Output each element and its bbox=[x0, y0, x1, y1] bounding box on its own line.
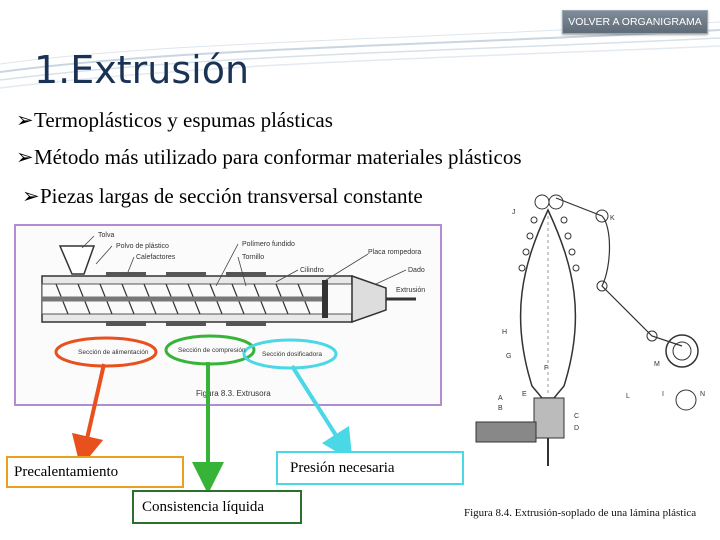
arrow-to-presion bbox=[292, 366, 344, 448]
annotation-consistencia: Consistencia líquida bbox=[132, 490, 302, 524]
annotation-precalentamiento: Precalentamiento bbox=[6, 456, 184, 488]
arrow-to-precalentamiento bbox=[84, 364, 104, 452]
annotation-presion: Presión necesaria bbox=[276, 451, 464, 485]
